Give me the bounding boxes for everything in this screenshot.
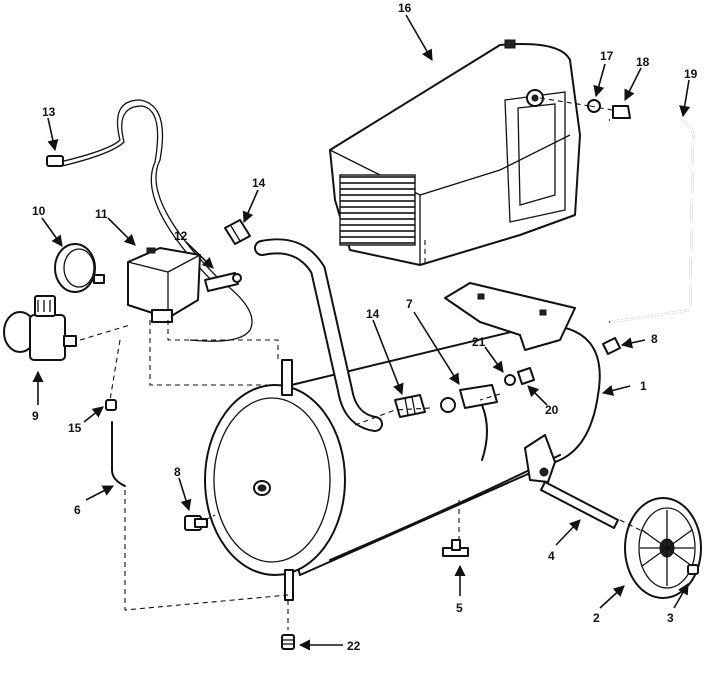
callout-18: 18 xyxy=(636,55,650,69)
callout-5: 5 xyxy=(456,601,463,615)
compression-fitting-14-lower xyxy=(394,394,426,418)
tank-nipple xyxy=(281,359,293,396)
callout-8-lower: 8 xyxy=(174,465,181,479)
plug-fitting-lower xyxy=(184,515,208,531)
shroud-bracket xyxy=(444,282,576,351)
discharge-tube xyxy=(609,119,695,323)
nut-fitting-17 xyxy=(587,99,601,113)
drain-valve xyxy=(281,569,295,650)
callout-16: 16 xyxy=(398,1,412,15)
callout-19: 19 xyxy=(684,67,698,81)
check-valve xyxy=(440,384,498,461)
plug-fitting-upper xyxy=(602,337,621,355)
callout-arrows xyxy=(32,14,691,651)
tube-6 xyxy=(111,421,126,487)
callout-6: 6 xyxy=(74,503,81,517)
callout-8-upper: 8 xyxy=(651,332,658,346)
wheel-bracket xyxy=(524,434,556,483)
compression-fitting-14-upper xyxy=(224,219,251,245)
callout-14-upper: 14 xyxy=(252,176,266,190)
wheel xyxy=(624,497,702,599)
callout-22: 22 xyxy=(347,639,361,653)
callout-14-lower: 14 xyxy=(366,307,380,321)
callout-10: 10 xyxy=(32,204,46,218)
outlet-tube xyxy=(254,238,383,432)
power-cord xyxy=(46,99,253,342)
callout-20: 20 xyxy=(545,403,559,417)
tee-fitting xyxy=(442,539,469,557)
compression-fitting-18 xyxy=(612,105,631,119)
pressure-switch xyxy=(127,247,201,323)
callout-1: 1 xyxy=(640,379,647,393)
relief-valve xyxy=(204,272,242,292)
fitting-20 xyxy=(517,367,535,385)
callout-4: 4 xyxy=(548,549,555,563)
axle xyxy=(540,481,619,529)
callout-7: 7 xyxy=(406,297,413,311)
nipple-15 xyxy=(105,399,117,411)
assembly-lines xyxy=(79,97,651,630)
fitting-21 xyxy=(504,374,516,386)
callout-3: 3 xyxy=(667,611,674,625)
callout-17: 17 xyxy=(600,49,614,63)
callout-11: 11 xyxy=(95,207,108,221)
callout-21: 21 xyxy=(472,335,486,349)
callout-13: 13 xyxy=(42,105,56,119)
callout-2: 2 xyxy=(593,611,600,625)
hub-cap xyxy=(687,564,699,575)
regulator xyxy=(3,295,77,361)
callout-9: 9 xyxy=(32,409,39,423)
callout-15: 15 xyxy=(68,421,82,435)
motor-shroud xyxy=(329,39,581,266)
callout-12: 12 xyxy=(174,229,188,243)
callout-labels: 1 2 3 4 5 6 7 8 8 9 10 11 12 13 14 14 15… xyxy=(32,1,698,653)
pressure-gauge xyxy=(54,243,105,293)
